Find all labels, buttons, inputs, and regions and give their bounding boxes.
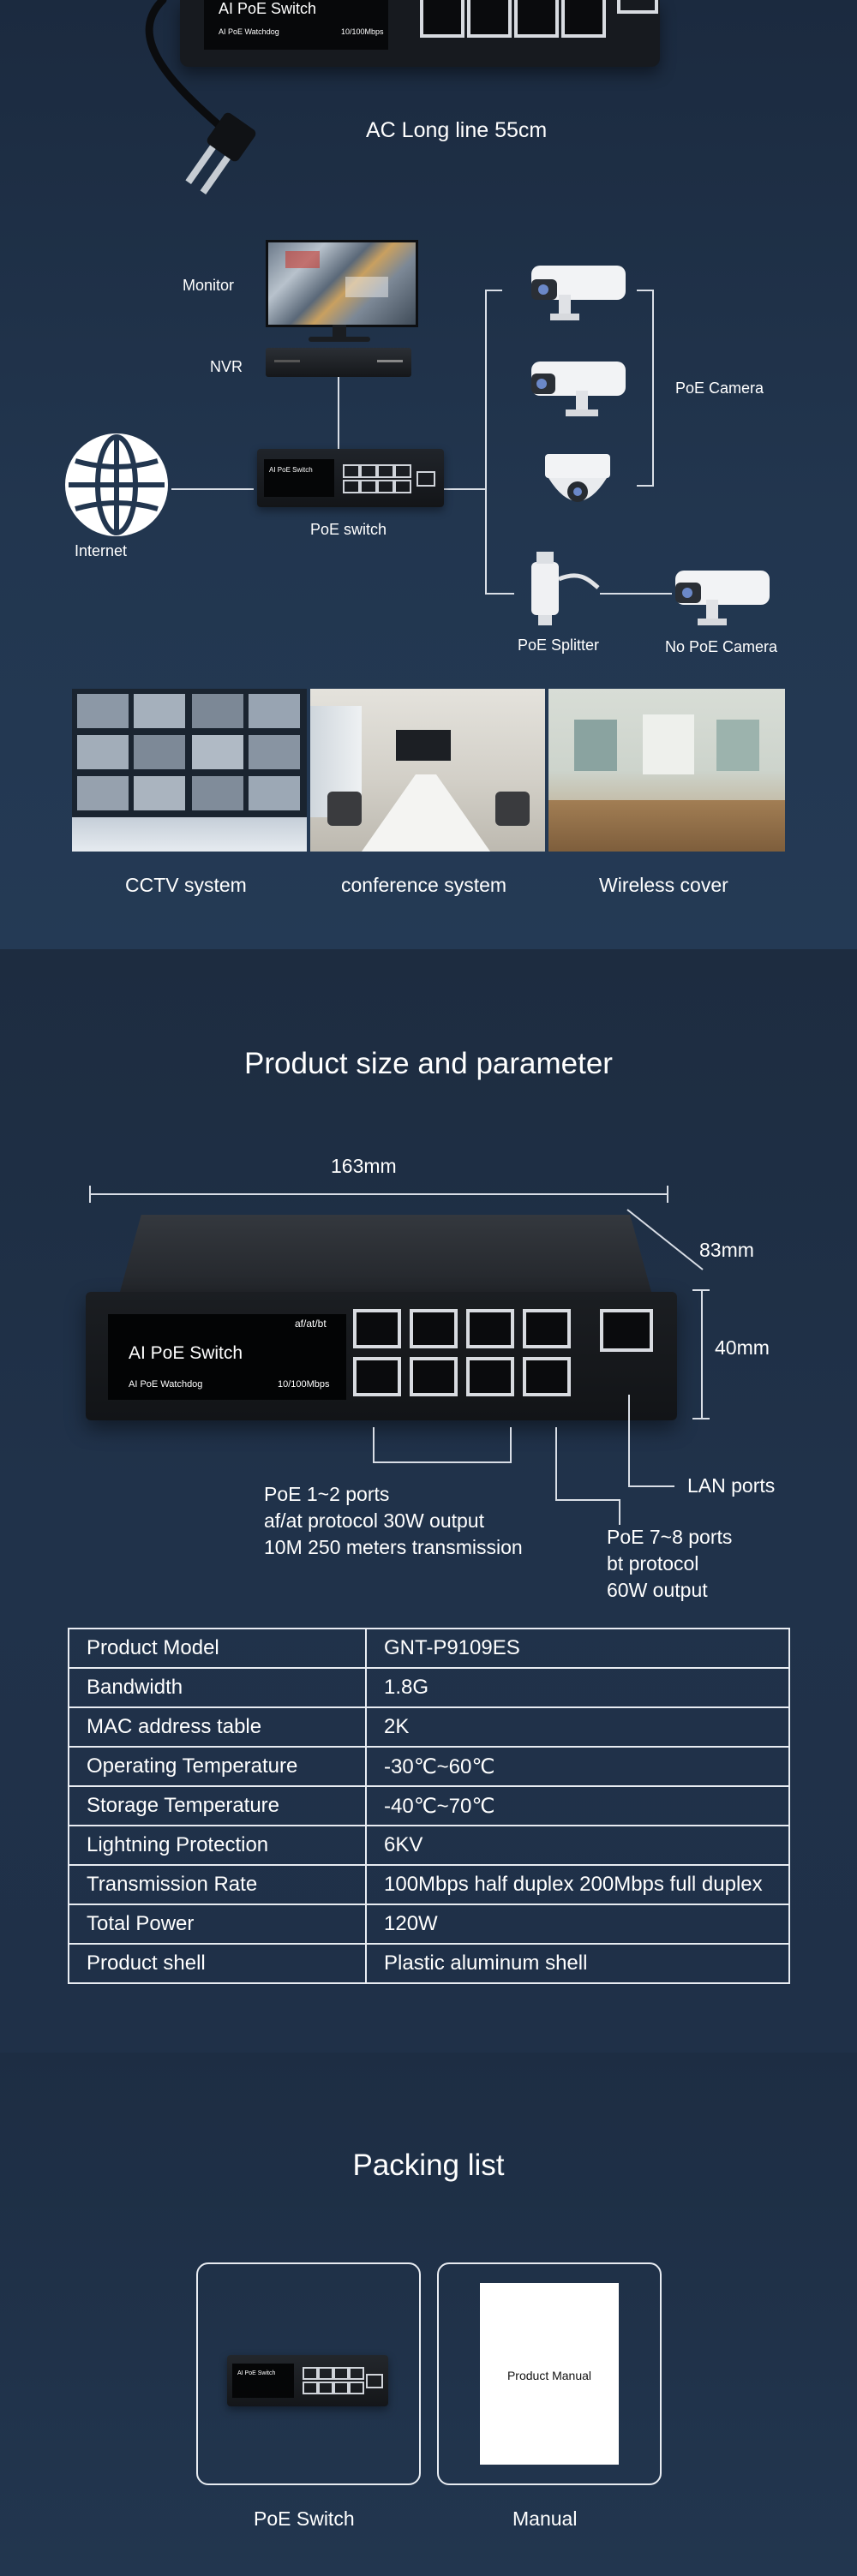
param-key: Total Power (68, 1904, 367, 1945)
device-speed-label: 10/100Mbps (341, 27, 384, 36)
device-brand-label: AI PoE Switch (129, 1343, 243, 1363)
size-section-title: Product size and parameter (244, 1047, 613, 1080)
conference-system-label: conference system (341, 874, 507, 896)
packing-title: Packing list (352, 2149, 505, 2182)
poe-7-8-line-3: 60W output (607, 1579, 708, 1601)
depth-dimension-line (626, 1209, 704, 1270)
conference-system-photo (310, 689, 545, 852)
param-value: 6KV (365, 1825, 790, 1866)
table-row: Storage Temperature-40℃~70℃ (68, 1785, 790, 1826)
poe-switch-label: PoE switch (310, 521, 387, 538)
mini-switch-brand: AI PoE Switch (237, 2370, 276, 2376)
device-sub-label: AI PoE Watchdog (129, 1379, 203, 1390)
wireless-cover-label: Wireless cover (599, 874, 728, 896)
param-value: Plastic aluminum shell (365, 1943, 790, 1984)
internet-label: Internet (75, 542, 128, 559)
poe-splitter-icon (531, 552, 600, 625)
param-value: -40℃~70℃ (365, 1785, 790, 1826)
packing-item-manual-label: Manual (512, 2507, 578, 2530)
globe-icon (65, 433, 168, 536)
switch-device-top: AI PoE Switch AI PoE Watchdog 10/100Mbps (180, 0, 660, 67)
param-key: MAC address table (68, 1706, 367, 1748)
device-sub-label: AI PoE Watchdog (219, 27, 279, 36)
packing-list-section: Packing list AI PoE Switch Product Manua… (0, 2053, 857, 2576)
rj45-port-grid (353, 1309, 610, 1403)
nvr-to-switch-line (338, 377, 339, 452)
device-brand-label: AI PoE Switch (219, 0, 317, 17)
mini-switch-image: AI PoE Switch (227, 2355, 388, 2406)
lan-port (600, 1309, 653, 1352)
param-key: Operating Temperature (68, 1746, 367, 1787)
manual-cover-title: Product Manual (506, 2369, 592, 2382)
no-poe-camera-icon (675, 571, 770, 625)
table-row: Operating Temperature-30℃~60℃ (68, 1746, 790, 1787)
height-label: 40mm (715, 1336, 770, 1359)
param-value: 120W (365, 1904, 790, 1945)
nvr-image (266, 348, 411, 377)
param-key: Transmission Rate (68, 1864, 367, 1905)
poe-7-8-line-2: bt protocol (607, 1552, 699, 1575)
param-value: 100Mbps half duplex 200Mbps full duplex (365, 1864, 790, 1905)
param-value: 2K (365, 1706, 790, 1748)
poe-switch-image: AI PoE Switch (257, 449, 444, 507)
monitor-image (266, 240, 418, 327)
poe-1-2-line-1: PoE 1~2 ports (264, 1483, 390, 1505)
param-key: Product Model (68, 1628, 367, 1669)
param-value: GNT-P9109ES (365, 1628, 790, 1669)
depth-label: 83mm (699, 1239, 754, 1261)
width-label: 163mm (331, 1155, 397, 1177)
poe-1-2-line-2: af/at protocol 30W output (264, 1509, 484, 1532)
application-section: AI PoE Switch AI PoE Watchdog 10/100Mbps… (0, 0, 857, 949)
lan-ports-label: LAN ports (687, 1474, 776, 1497)
width-dimension-line (89, 1193, 668, 1195)
param-key: Bandwidth (68, 1667, 367, 1708)
param-key: Storage Temperature (68, 1785, 367, 1826)
device-speed-label: 10/100Mbps (278, 1379, 330, 1390)
rj45-port-row (420, 0, 606, 38)
param-key: Product shell (68, 1943, 367, 1984)
cctv-system-label: CCTV system (125, 874, 247, 896)
monitor-label: Monitor (183, 277, 235, 294)
poe-1-2-line-3: 10M 250 meters transmission (264, 1536, 523, 1558)
wireless-cover-photo (548, 689, 785, 852)
internet-to-switch-line (171, 488, 254, 490)
switch-to-cameras-line (444, 488, 485, 490)
bullet-camera-1-icon (531, 266, 626, 320)
splitter-to-camera-line (600, 593, 672, 595)
poe-7-8-line-1: PoE 7~8 ports (607, 1526, 733, 1548)
poe-camera-label: PoE Camera (675, 380, 764, 397)
no-poe-camera-label: No PoE Camera (665, 638, 778, 655)
packing-item-switch-label: PoE Switch (254, 2507, 355, 2530)
height-dimension-line (701, 1289, 703, 1419)
manual-cover-image: Product Manual (480, 2283, 619, 2465)
param-value: -30℃~60℃ (365, 1746, 790, 1787)
nvr-label: NVR (210, 358, 243, 375)
dome-camera-icon (545, 454, 610, 502)
packing-item-switch-box: AI PoE Switch (196, 2262, 421, 2485)
param-key: Lightning Protection (68, 1825, 367, 1866)
cable-length-label: AC Long line 55cm (366, 118, 548, 142)
packing-item-manual-box: Product Manual (437, 2262, 662, 2485)
device-protocol-label: af/at/bt (295, 1318, 327, 1330)
cctv-system-photo (72, 689, 307, 852)
bullet-camera-2-icon (531, 362, 626, 416)
param-value: 1.8G (365, 1667, 790, 1708)
switch-brand-label: AI PoE Switch (269, 466, 313, 474)
poe-splitter-label: PoE Splitter (518, 637, 600, 654)
ac-power-cable (145, 0, 256, 195)
switch-device-large: af/at/bt AI PoE Switch AI PoE Watchdog 1… (86, 1215, 677, 1425)
